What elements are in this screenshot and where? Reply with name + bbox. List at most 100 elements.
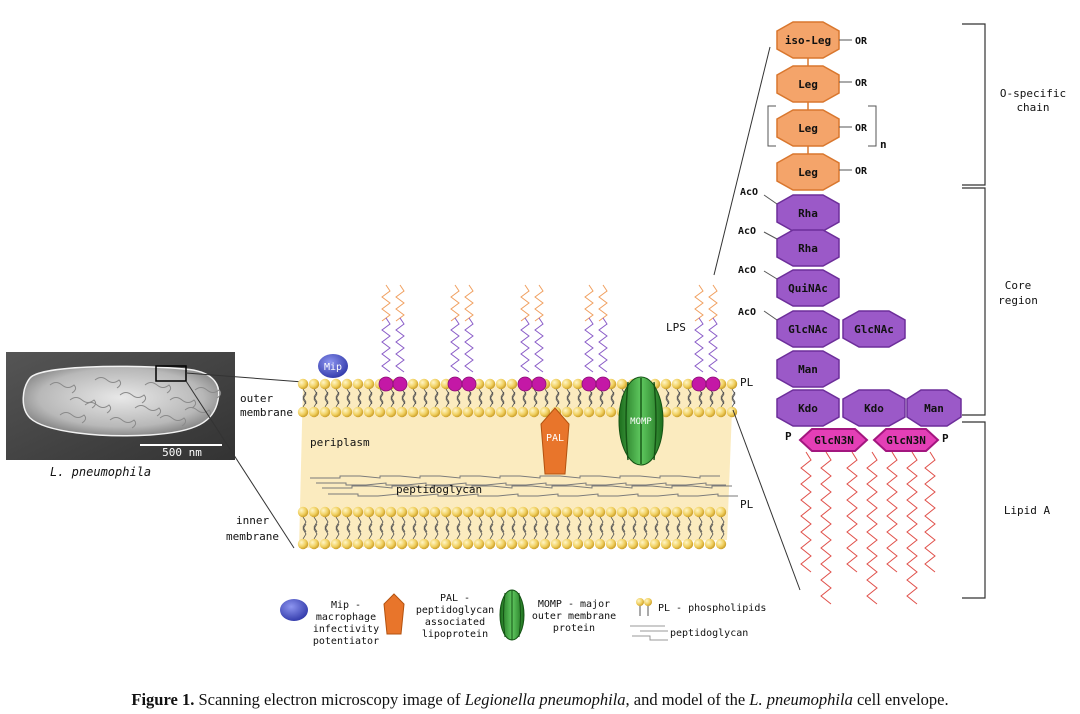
legend-momp-line3: protein bbox=[553, 623, 595, 634]
lipid-tail bbox=[665, 516, 670, 533]
lipid-head bbox=[506, 378, 518, 390]
cell-wrinkle bbox=[49, 382, 77, 394]
lipid-head bbox=[550, 378, 562, 390]
or-label: OR bbox=[855, 36, 868, 47]
lipid-head bbox=[407, 538, 419, 550]
lipid-tail bbox=[698, 523, 703, 540]
inner-membrane-label-line1: inner bbox=[236, 514, 269, 527]
lipid-tail bbox=[489, 523, 494, 540]
o-chain-sugar-1: iso-Leg OR bbox=[776, 21, 868, 59]
fatty-acid-chain bbox=[886, 451, 898, 573]
lipid-tail bbox=[533, 523, 538, 540]
lipid-head bbox=[407, 506, 419, 518]
lipid-head bbox=[330, 378, 342, 390]
lipid-tail bbox=[709, 391, 714, 408]
lipid-head bbox=[308, 406, 320, 418]
lipid-tail bbox=[643, 523, 648, 540]
sugar-label: GlcN3N bbox=[886, 434, 926, 447]
legend: Mip - macrophage infectivity potentiator… bbox=[280, 589, 766, 647]
lipid-tail bbox=[533, 388, 538, 405]
lipid-head bbox=[363, 378, 375, 390]
lps-anchor bbox=[517, 376, 533, 392]
legend-momp-line1: MOMP - major bbox=[538, 599, 610, 610]
lps-o-chain-strand bbox=[694, 284, 704, 322]
lps-core-strand bbox=[708, 317, 718, 373]
lipid-head bbox=[330, 538, 342, 550]
lipid-head bbox=[462, 506, 474, 518]
o-chain-sugar-3: Leg OR bbox=[776, 109, 868, 147]
inner-membrane-bilayer bbox=[297, 506, 727, 550]
lipid-head bbox=[363, 406, 375, 418]
lipid-tail bbox=[445, 388, 450, 405]
lipid-tail bbox=[511, 523, 516, 540]
lipid-tail bbox=[478, 516, 483, 533]
core-sugar-4: GlcNAc AcO bbox=[738, 307, 840, 348]
lipid-tail bbox=[313, 523, 318, 540]
lipid-tail bbox=[720, 391, 725, 408]
lipid-head bbox=[495, 378, 507, 390]
lipid-tail bbox=[390, 523, 395, 540]
cell-wrinkle bbox=[144, 382, 172, 394]
lipid-tail bbox=[467, 391, 472, 408]
lipid-head bbox=[682, 506, 694, 518]
lipid-head bbox=[561, 506, 573, 518]
lipid-tail bbox=[434, 523, 439, 540]
lipid-head bbox=[605, 406, 617, 418]
lipid-head bbox=[484, 506, 496, 518]
lipid-tail bbox=[610, 523, 615, 540]
cell-wrinkle bbox=[194, 387, 222, 399]
lipid-head bbox=[660, 538, 672, 550]
iso-leg-hexagon bbox=[776, 21, 840, 59]
lps-core-strand bbox=[694, 317, 704, 373]
lipid-head bbox=[473, 406, 485, 418]
lipid-head bbox=[451, 406, 463, 418]
lipid-tail bbox=[544, 388, 549, 405]
lipid-head bbox=[682, 378, 694, 390]
repeat-bracket-left bbox=[767, 105, 776, 147]
lipid-tail bbox=[445, 523, 450, 540]
lipid-head bbox=[319, 378, 331, 390]
lipid-tail bbox=[379, 523, 384, 540]
legend-pl-tails bbox=[639, 606, 649, 616]
lps-anchor bbox=[461, 376, 477, 392]
lipid-tail bbox=[709, 388, 714, 405]
legend-pal-line3: associated bbox=[425, 617, 485, 628]
lipid-head bbox=[407, 378, 419, 390]
lipid-head bbox=[341, 406, 353, 418]
lipid-head bbox=[627, 538, 639, 550]
or-label: OR bbox=[855, 166, 868, 177]
lipid-head bbox=[341, 378, 353, 390]
lipid-head bbox=[297, 538, 309, 550]
lipid-tail bbox=[709, 516, 714, 533]
lipid-head bbox=[473, 378, 485, 390]
or-label: OR bbox=[855, 123, 868, 134]
lipid-head bbox=[407, 406, 419, 418]
lipid-tail bbox=[687, 523, 692, 540]
lipid-head bbox=[440, 406, 452, 418]
lipid-a-brace bbox=[962, 421, 986, 599]
sugar-label: GlcNAc bbox=[788, 323, 828, 336]
o-chain-sugar-4: Leg OR bbox=[776, 153, 868, 191]
glcnac-branch-hexagon bbox=[842, 310, 906, 348]
fatty-acid-chain bbox=[906, 451, 918, 605]
fatty-acid-chain bbox=[866, 451, 878, 605]
lipid-tail bbox=[489, 391, 494, 408]
lps-connector-top bbox=[713, 46, 771, 276]
lipid-head bbox=[385, 406, 397, 418]
legend-pal-line4: lipoprotein bbox=[422, 629, 488, 640]
lipid-tail bbox=[720, 523, 725, 540]
leg-hexagon bbox=[776, 153, 840, 191]
lipid-tail bbox=[533, 391, 538, 408]
cell-surface-texture bbox=[49, 377, 222, 429]
aco-label: AcO bbox=[738, 265, 756, 276]
lipid-head bbox=[671, 506, 683, 518]
lipid-head bbox=[396, 538, 408, 550]
lipid-tail bbox=[357, 516, 362, 533]
sugar-label: iso-Leg bbox=[785, 34, 831, 47]
aco-label: AcO bbox=[740, 187, 758, 198]
lipid-tail bbox=[324, 391, 329, 408]
lipid-head bbox=[506, 538, 518, 550]
lipid-tail bbox=[544, 391, 549, 408]
sugar-label: Leg bbox=[798, 166, 818, 179]
zoom-connector-bottom bbox=[185, 380, 295, 549]
